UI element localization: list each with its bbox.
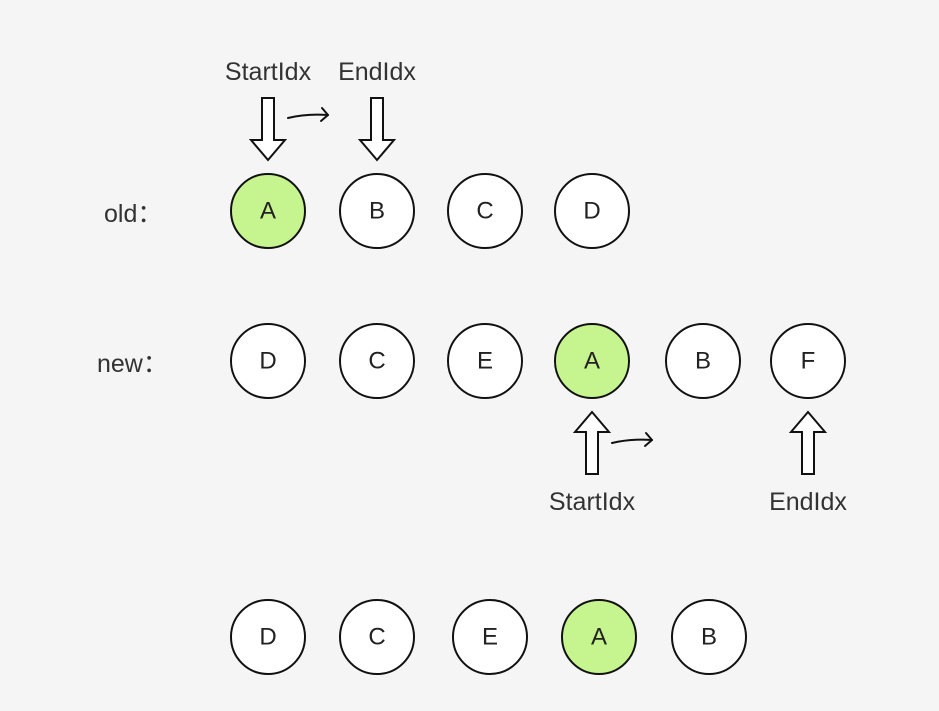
row-label-old: old： — [104, 200, 162, 228]
row-label-new: new： — [97, 350, 168, 378]
new-node-e: E — [447, 323, 523, 399]
node-circle — [339, 323, 415, 399]
node-label: D — [259, 624, 276, 651]
node-circle — [447, 173, 523, 249]
pointer-label: EndIdx — [769, 488, 847, 516]
node-circle — [339, 599, 415, 675]
node-circle — [561, 599, 637, 675]
node-circle — [452, 599, 528, 675]
node-circle — [447, 323, 523, 399]
node-label: A — [584, 348, 600, 375]
move-right-arrow-icon — [611, 432, 653, 447]
node-label: A — [260, 198, 276, 225]
node-label: B — [369, 198, 385, 225]
result-node-e: E — [452, 599, 528, 675]
node-circle — [665, 323, 741, 399]
new-node-a: A — [554, 323, 630, 399]
pointer-label: EndIdx — [338, 58, 416, 86]
move-right-arrow-icon — [287, 107, 329, 122]
node-circle — [230, 323, 306, 399]
old-node-c: C — [447, 173, 523, 249]
node-circle — [554, 323, 630, 399]
pointer-old-start: StartIdx — [225, 58, 329, 162]
new-node-c: C — [339, 323, 415, 399]
hollow-arrow-icon — [357, 97, 397, 162]
node-label: E — [482, 624, 498, 651]
pointer-label: StartIdx — [225, 58, 312, 86]
result-node-c: C — [339, 599, 415, 675]
node-label: A — [591, 624, 607, 651]
node-label: C — [476, 198, 493, 225]
node-circle — [339, 173, 415, 249]
result-node-b: B — [671, 599, 747, 675]
node-circle — [770, 323, 846, 399]
node-label: D — [583, 198, 600, 225]
hollow-arrow-icon — [788, 410, 828, 475]
old-row: A B C D — [230, 173, 630, 249]
node-label: B — [701, 624, 717, 651]
result-node-a: A — [561, 599, 637, 675]
new-node-f: F — [770, 323, 846, 399]
node-label: D — [259, 348, 276, 375]
new-node-b: B — [665, 323, 741, 399]
row-labels: old： new： — [97, 200, 168, 378]
old-node-b: B — [339, 173, 415, 249]
pointer-label: StartIdx — [549, 488, 636, 516]
hollow-arrow-icon — [248, 97, 288, 162]
node-label: C — [368, 348, 385, 375]
node-label: B — [695, 348, 711, 375]
node-label: F — [801, 348, 816, 375]
node-circle — [671, 599, 747, 675]
node-circle — [230, 599, 306, 675]
hollow-arrow-icon — [572, 410, 612, 475]
old-node-a: A — [230, 173, 306, 249]
pointer-old-end: EndIdx — [338, 58, 416, 162]
old-node-d: D — [554, 173, 630, 249]
node-circle — [230, 173, 306, 249]
node-label: E — [477, 348, 493, 375]
result-node-d: D — [230, 599, 306, 675]
pointer-new-end: EndIdx — [769, 410, 847, 516]
node-circle — [554, 173, 630, 249]
pointer-new-start: StartIdx — [549, 410, 653, 516]
new-node-d: D — [230, 323, 306, 399]
node-label: C — [368, 624, 385, 651]
